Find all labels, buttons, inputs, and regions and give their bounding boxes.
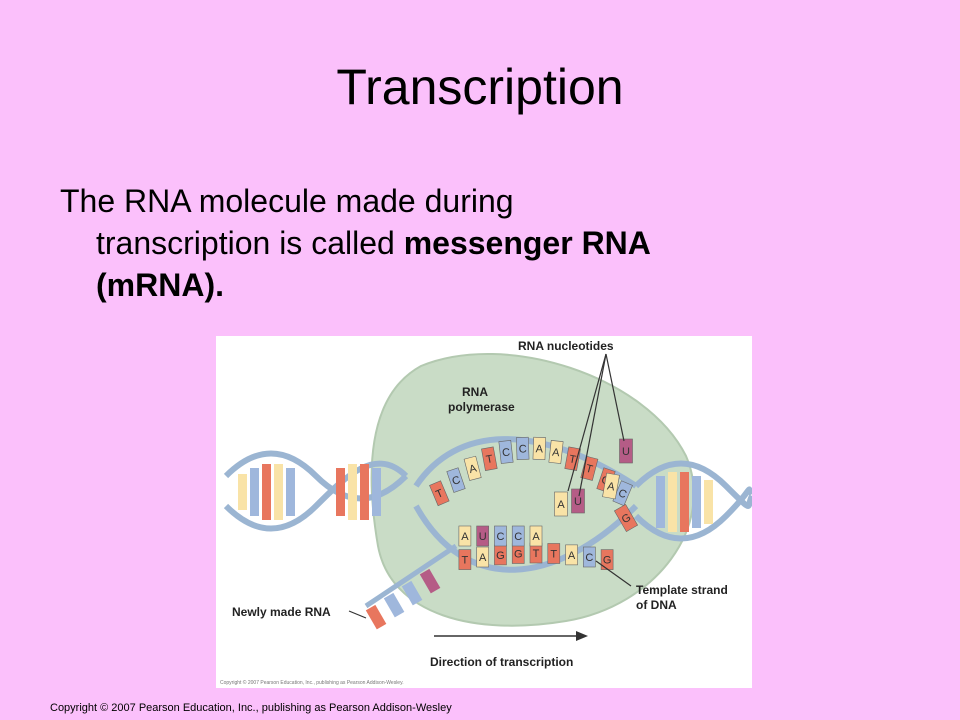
slide-body-text: The RNA molecule made during transcripti… (60, 180, 880, 306)
dna-base-template: G (511, 543, 525, 564)
slide-copyright: Copyright © 2007 Pearson Education, Inc.… (50, 702, 452, 714)
base-letter: A (557, 499, 565, 511)
dna-base-top: A (548, 440, 564, 464)
dna-base-template: A (476, 546, 489, 568)
base-letter: T (485, 453, 494, 466)
label-rna: RNA (462, 385, 488, 399)
body-line-3: (mRNA). (60, 264, 880, 306)
base-letter: G (603, 555, 612, 567)
base-letter: T (568, 453, 577, 466)
label-template-strand-2: of DNA (636, 598, 677, 612)
base-letter: T (462, 555, 469, 567)
label-pointer-lines (348, 353, 632, 619)
label-template-strand-1: Template strand (636, 583, 728, 597)
dna-base-top: C (498, 440, 514, 464)
dna-helix-right (633, 460, 752, 542)
base-letter: C (496, 531, 504, 543)
base-letter: T (584, 463, 594, 476)
label-newly-made-rna: Newly made RNA (232, 605, 331, 619)
dna-base-template: A (565, 544, 578, 566)
base-letter: A (552, 447, 561, 460)
base-letter: A (461, 531, 469, 543)
base-letter: C (519, 443, 527, 455)
base-letter: C (502, 447, 511, 460)
dna-base-top: A (532, 436, 547, 460)
base-letter: A (479, 552, 487, 564)
dna-base-template: G (494, 544, 507, 566)
base-letter: T (434, 487, 445, 501)
base-letter: U (574, 496, 582, 508)
newly-made-rna-strand (364, 543, 458, 630)
free-nucleotide: U (619, 438, 633, 464)
label-polymerase: polymerase (448, 400, 515, 414)
rna-base: A (458, 525, 472, 547)
dna-base-template: T (458, 549, 472, 570)
free-nucleotide: A (602, 472, 620, 500)
term-mrna: (mRNA). (96, 267, 224, 303)
base-letter: A (535, 443, 543, 455)
dna-helix-left (223, 450, 409, 532)
body-line-1: The RNA molecule made during (60, 183, 514, 219)
base-letter: A (468, 462, 479, 476)
base-letter: A (606, 480, 616, 493)
label-direction-of-transcription: Direction of transcription (430, 655, 573, 669)
base-letter: U (622, 446, 630, 458)
rna-base: C (494, 525, 507, 547)
dna-base-top: A (463, 455, 482, 481)
rna-base: U (476, 525, 489, 547)
dna-base-top: T (481, 446, 498, 471)
base-letter: C (451, 474, 462, 488)
label-rna-nucleotides: RNA nucleotides (518, 339, 614, 353)
free-nucleotide: A (554, 491, 568, 517)
dna-base-top: C (515, 436, 530, 460)
free-nucleotide: U (571, 488, 585, 514)
base-letter: C (514, 531, 522, 543)
dna-base-template: C (583, 546, 596, 568)
rna-base: C (511, 525, 525, 547)
dna-base-template: T (547, 543, 561, 564)
slide-title: Transcription (336, 59, 624, 115)
base-letter: A (568, 550, 576, 562)
base-letter: G (496, 550, 505, 562)
dna-base-top: C (612, 480, 633, 507)
base-letter: T (550, 548, 557, 560)
body-line-2: transcription is called messenger RNA (60, 222, 880, 264)
dna-base-top: T (429, 480, 450, 507)
base-letter: T (533, 548, 540, 560)
base-letter: A (532, 531, 540, 543)
base-letter: C (585, 552, 593, 564)
base-letter: G (514, 548, 523, 560)
body-line-2-plain: transcription is called (96, 225, 404, 261)
dna-base-top: C (446, 467, 466, 493)
base-letter: U (479, 531, 487, 543)
free-nucleotide: G (613, 503, 639, 533)
figure-copyright: Copyright © 2007 Pearson Education, Inc.… (220, 679, 404, 686)
term-messenger-rna: messenger RNA (403, 225, 651, 261)
dna-base-top: T (564, 446, 581, 471)
rna-base: A (529, 525, 543, 547)
direction-arrow (434, 631, 588, 641)
